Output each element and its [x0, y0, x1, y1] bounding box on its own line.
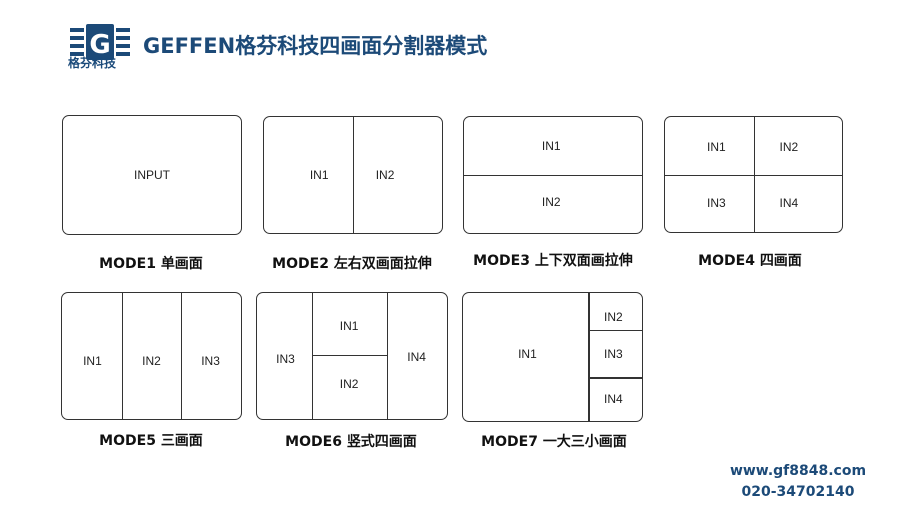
mode3-diagram: IN1 IN2: [463, 116, 643, 234]
in2-label: IN2: [339, 376, 359, 391]
mode6-caption: MODE6 竖式四画面: [285, 434, 417, 450]
divider: [121, 293, 124, 419]
in3-label: IN3: [201, 354, 220, 369]
phone-number: 020-34702140: [741, 484, 855, 500]
input-label: INPUT: [134, 168, 170, 182]
divider: [588, 377, 642, 379]
mode1-caption: MODE1 单画面: [99, 256, 203, 272]
in2-label: IN2: [142, 354, 161, 369]
divider: [588, 293, 590, 421]
divider: [665, 174, 842, 176]
divider: [387, 293, 389, 419]
logo-text: 格芬科技: [68, 56, 117, 70]
divider: [312, 354, 388, 357]
in3-label: IN3: [706, 196, 726, 211]
mode2-diagram: IN1 IN2: [263, 116, 443, 234]
mode6-diagram: IN1 IN2 IN3 IN4: [256, 292, 448, 420]
mode5-caption: MODE5 三画面: [99, 433, 203, 449]
in1-label: IN1: [518, 347, 537, 362]
in1-label: IN1: [339, 318, 359, 333]
divider: [464, 175, 642, 177]
mode2-caption: MODE2 左右双画面拉伸: [272, 256, 432, 272]
mode1-diagram: INPUT: [62, 115, 242, 235]
in1-label: IN1: [706, 139, 726, 154]
divider: [181, 293, 183, 419]
in4-label: IN4: [604, 392, 623, 407]
mode4-diagram: IN1 IN2 IN3 IN4: [664, 116, 843, 233]
mode3-caption: MODE3 上下双面画拉伸: [473, 253, 633, 269]
mode7-caption: MODE7 一大三小画面: [481, 434, 627, 450]
in1-label: IN1: [83, 354, 102, 369]
in3-label: IN3: [276, 351, 295, 366]
in1-label: IN1: [309, 168, 329, 182]
in2-label: IN2: [541, 194, 561, 209]
mode7-diagram: IN1 IN2 IN3 IN4: [462, 292, 643, 422]
in4-label: IN4: [779, 196, 799, 211]
geffen-logo: G: [70, 24, 130, 60]
in4-label: IN4: [407, 350, 426, 365]
in2-label: IN2: [604, 310, 623, 325]
in2-label: IN2: [779, 139, 799, 154]
divider: [588, 330, 642, 332]
page-title: GEFFEN格芬科技四画面分割器模式: [143, 34, 488, 58]
divider: [353, 117, 355, 233]
mode5-diagram: IN1 IN2 IN3: [61, 292, 242, 420]
in3-label: IN3: [604, 347, 623, 362]
in1-label: IN1: [541, 139, 561, 153]
in2-label: IN2: [375, 168, 395, 182]
mode4-caption: MODE4 四画面: [698, 253, 802, 269]
svg-text:G: G: [89, 30, 110, 60]
website-link[interactable]: www.gf8848.com: [729, 463, 867, 479]
